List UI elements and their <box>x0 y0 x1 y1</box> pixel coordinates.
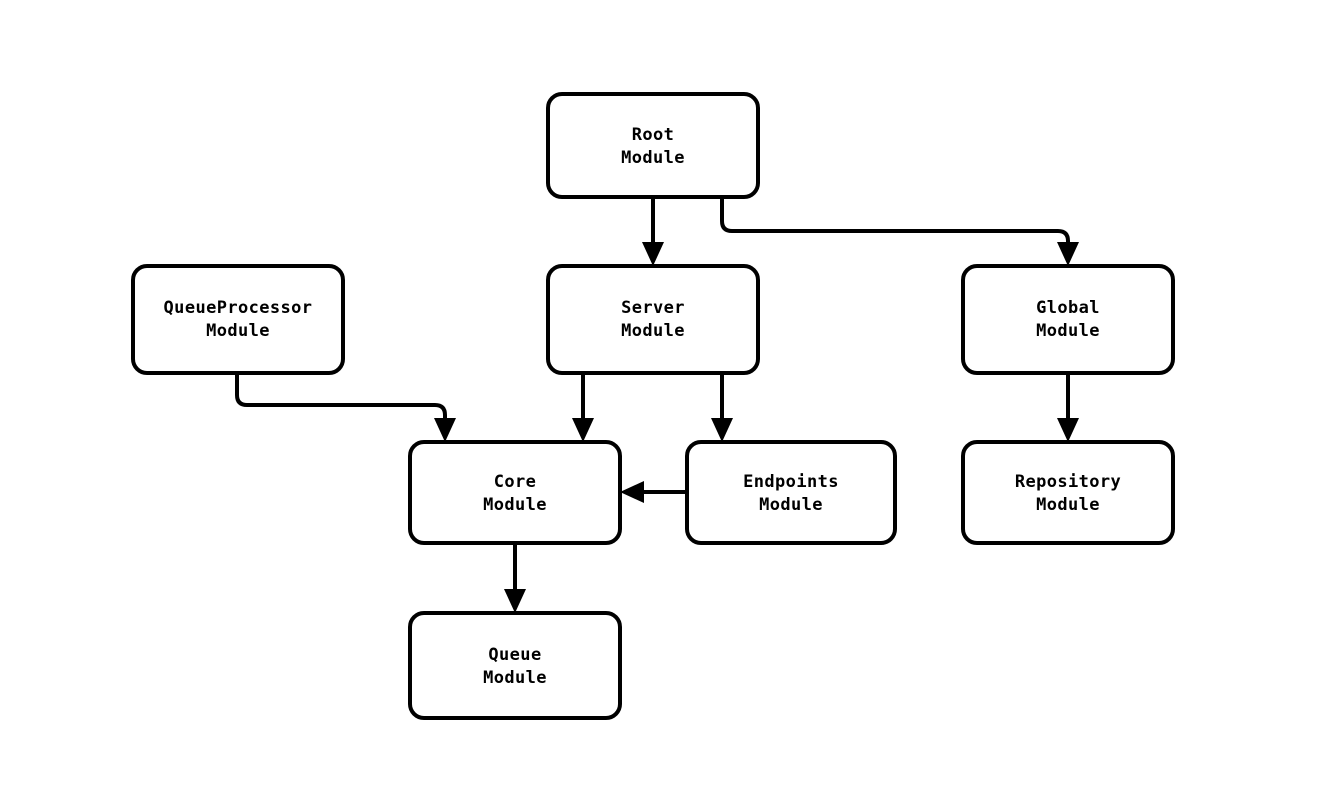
node-queue-module-label-line2: Module <box>483 668 547 688</box>
edge-endpoints-core <box>620 481 687 503</box>
edge-global-repository <box>1057 373 1079 442</box>
node-root-module-box[interactable] <box>546 92 760 199</box>
node-queue-module-label-line1: Queue <box>488 645 541 665</box>
node-core-module-label-line2: Module <box>483 495 547 515</box>
node-endpoints-module-box[interactable] <box>685 440 897 545</box>
node-queueprocessor-module-label-line1: QueueProcessor <box>164 298 313 318</box>
edge-global-repository-arrowhead <box>1057 418 1079 442</box>
node-server-module[interactable]: Server Module <box>546 264 760 375</box>
node-global-module-box[interactable] <box>961 264 1175 375</box>
edge-endpoints-core-arrowhead <box>620 481 644 503</box>
node-core-module-box[interactable] <box>408 440 622 545</box>
node-repository-module-label-line2: Module <box>1036 495 1100 515</box>
node-layer: Root Module QueueProcessor Module Server… <box>131 92 1175 720</box>
edge-server-core <box>572 373 594 442</box>
node-queue-module-box[interactable] <box>408 611 622 720</box>
edge-queueprocessor-core <box>235 373 456 442</box>
node-root-module[interactable]: Root Module <box>546 92 760 199</box>
edge-server-core-arrowhead <box>572 418 594 442</box>
node-repository-module-label-line1: Repository <box>1015 472 1121 492</box>
node-global-module-label-line2: Module <box>1036 321 1100 341</box>
node-server-module-box[interactable] <box>546 264 760 375</box>
edge-core-queue <box>504 543 526 613</box>
node-queueprocessor-module[interactable]: QueueProcessor Module <box>131 264 345 375</box>
node-server-module-label-line2: Module <box>621 321 685 341</box>
edge-root-global-arrowhead <box>1057 242 1079 266</box>
node-queueprocessor-module-box[interactable] <box>131 264 345 375</box>
edge-queueprocessor-core-line <box>235 373 447 426</box>
edge-layer <box>235 197 1079 613</box>
edge-root-server-arrowhead <box>642 242 664 266</box>
node-root-module-label-line2: Module <box>621 148 685 168</box>
edge-core-queue-arrowhead <box>504 589 526 613</box>
node-server-module-label-line1: Server <box>621 298 685 318</box>
edge-server-endpoints-arrowhead <box>711 418 733 442</box>
node-global-module-label-line1: Global <box>1036 298 1100 318</box>
edge-root-global-line <box>720 197 1070 250</box>
node-endpoints-module[interactable]: Endpoints Module <box>685 440 897 545</box>
node-core-module-label-line1: Core <box>494 472 537 492</box>
node-repository-module-box[interactable] <box>961 440 1175 545</box>
edge-root-server <box>642 197 664 266</box>
node-endpoints-module-label-line2: Module <box>759 495 823 515</box>
node-core-module[interactable]: Core Module <box>408 440 622 545</box>
edge-queueprocessor-core-arrowhead <box>434 418 456 442</box>
node-queueprocessor-module-label-line2: Module <box>206 321 270 341</box>
edge-server-endpoints <box>711 373 733 442</box>
node-endpoints-module-label-line1: Endpoints <box>743 472 839 492</box>
node-root-module-label-line1: Root <box>632 125 675 145</box>
node-queue-module[interactable]: Queue Module <box>408 611 622 720</box>
edge-root-global <box>720 197 1079 266</box>
node-repository-module[interactable]: Repository Module <box>961 440 1175 545</box>
node-global-module[interactable]: Global Module <box>961 264 1175 375</box>
